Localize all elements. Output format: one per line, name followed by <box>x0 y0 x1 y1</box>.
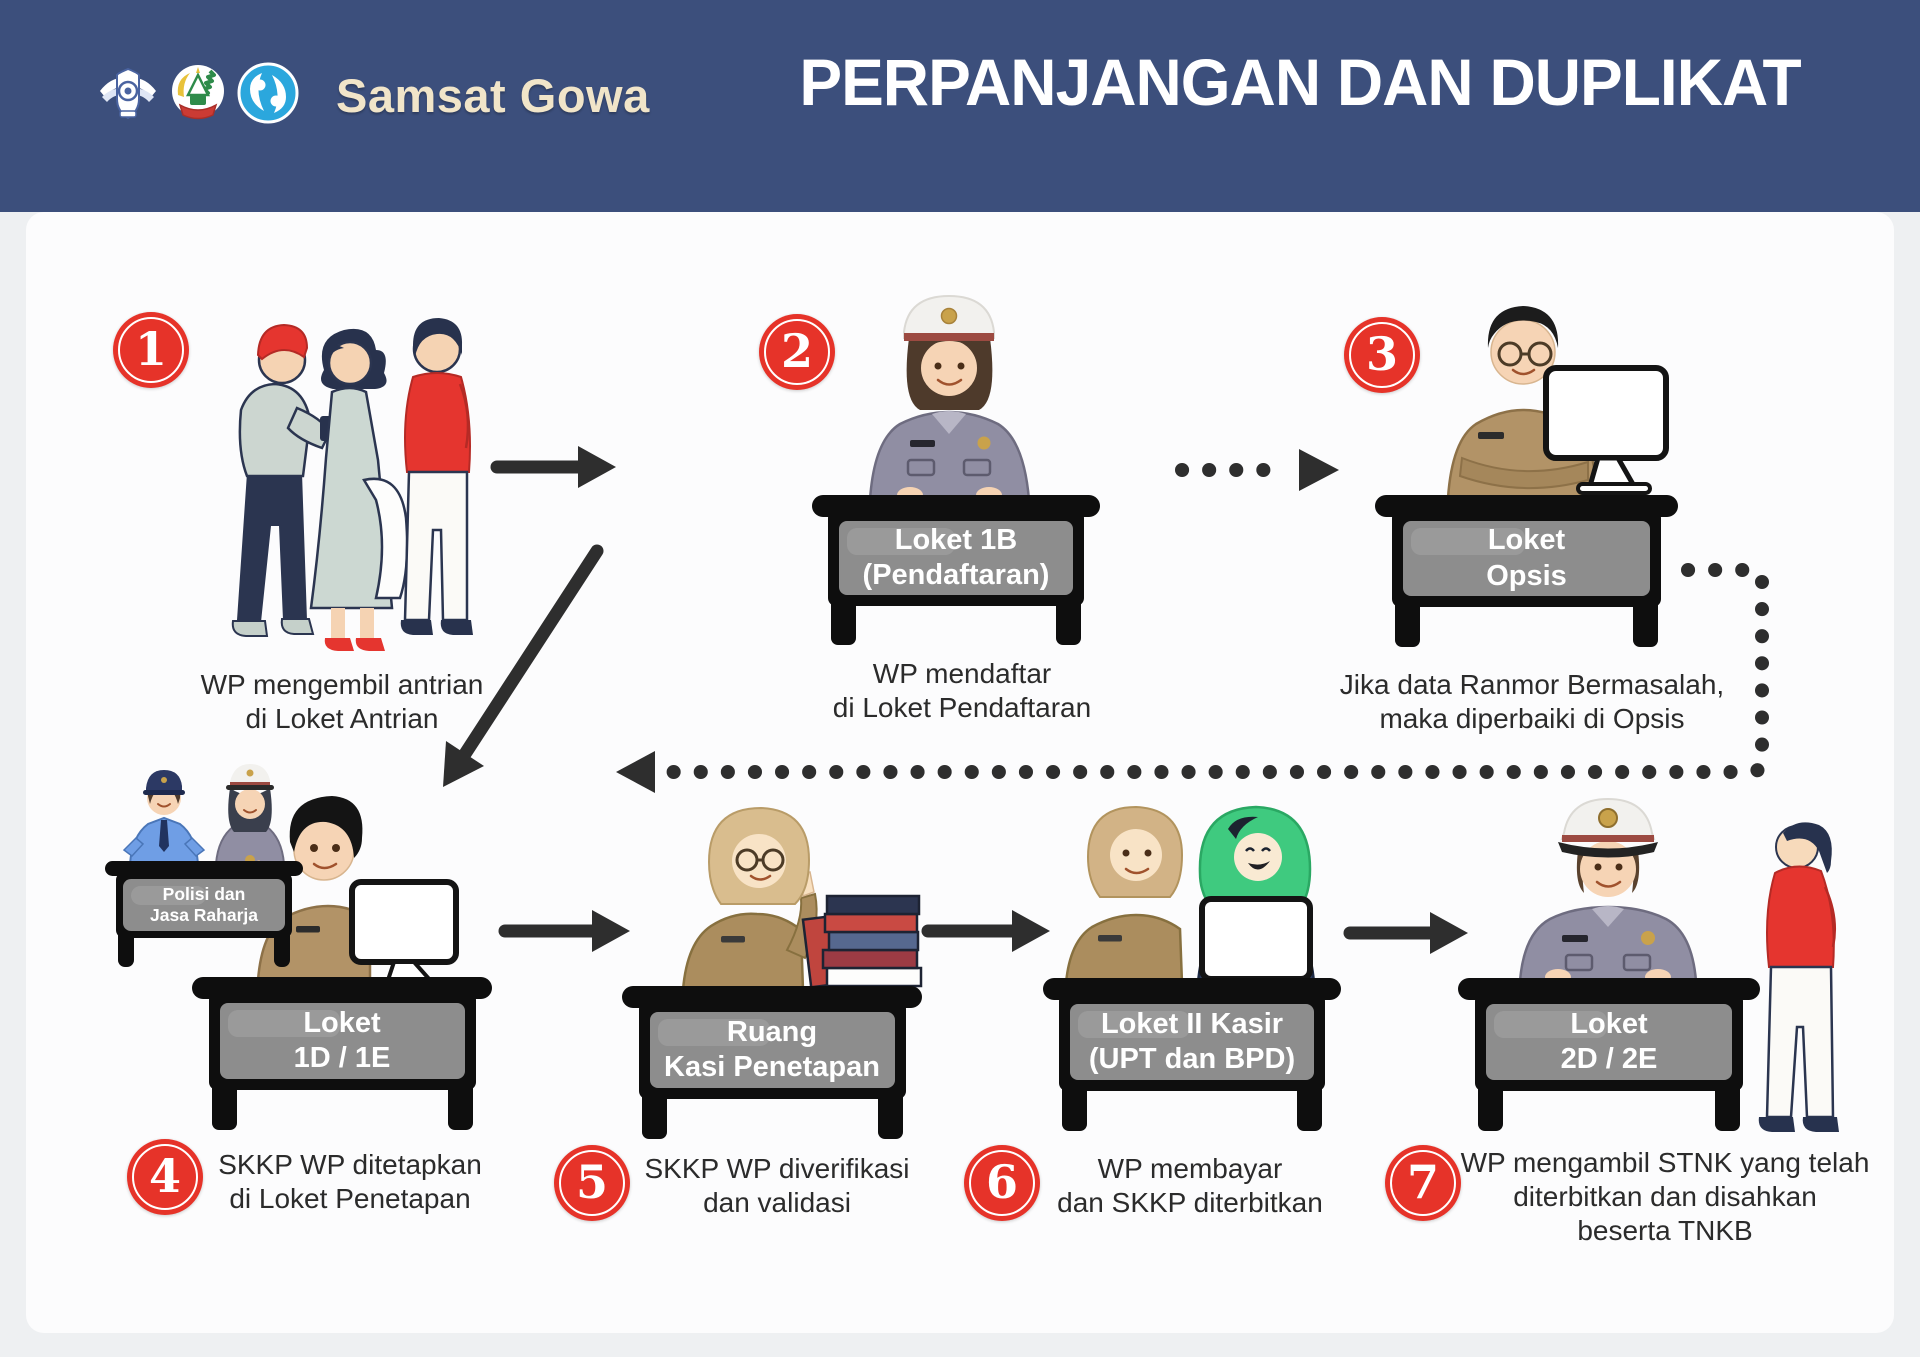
step-1-number: 1 <box>134 321 167 376</box>
step-7-badge: 7 <box>1385 1145 1461 1221</box>
desk-sign-line2: Jasa Raharja <box>150 904 258 925</box>
brand-title: Samsat Gowa <box>336 69 650 122</box>
step-2-badge: 2 <box>759 314 835 390</box>
desk-loket-1b: Loket 1B (Pendaftaran) <box>812 495 1100 645</box>
desk-top <box>622 986 922 1008</box>
desk-sign: Polisi dan Jasa Raharja <box>122 879 286 931</box>
caption-line: dan SKKP diterbitkan <box>1057 1187 1323 1218</box>
cashier-women-illustration <box>1064 805 1316 983</box>
desk-sign-line2: Kasi Penetapan <box>664 1050 880 1083</box>
desk-sign-line1: Polisi dan <box>162 883 246 904</box>
desk-loket-opsis: Loket Opsis <box>1375 495 1678 647</box>
desk-top <box>1043 978 1341 1000</box>
policewoman-illustration <box>868 294 1031 500</box>
step-6-badge: 6 <box>964 1145 1040 1221</box>
dotted-arrow-left-icon <box>616 751 655 793</box>
step-3-number: 3 <box>1365 326 1398 381</box>
desk-sign-line1: Loket <box>303 1006 381 1039</box>
desk-top <box>1375 495 1678 517</box>
arrow-right-icon <box>578 446 616 488</box>
caption-line: maka diperbaiki di Opsis <box>1379 703 1685 734</box>
operator-computer-illustration <box>1446 306 1669 498</box>
page-title: PERPANJANGAN DAN DUPLIKAT <box>799 45 1801 119</box>
step-2-caption: WP mendaftar di Loket Pendaftaran <box>762 657 1162 725</box>
caption-line: Jika data Ranmor Bermasalah, <box>1339 669 1725 700</box>
step-3-badge: 3 <box>1344 317 1420 393</box>
desk-sign-line1: Ruang <box>726 1015 818 1048</box>
step-3-caption: Jika data Ranmor Bermasalah, maka diperb… <box>1292 668 1772 736</box>
step-5-badge: 5 <box>554 1145 630 1221</box>
police-and-jasa-raharja-officers-illustration <box>122 764 286 864</box>
desk-top <box>192 977 492 999</box>
desk-sign-line2: 1D / 1E <box>293 1041 391 1074</box>
caption-line: di Loket Pendaftaran <box>832 692 1092 723</box>
desk-frame: Polisi dan Jasa Raharja <box>115 872 293 938</box>
desk-loket-2d-2e: Loket 2D / 2E <box>1458 978 1760 1131</box>
policeman-illustration <box>1518 797 1698 981</box>
desk-loket-ii-kasir: Loket II Kasir (UPT dan BPD) <box>1043 978 1341 1131</box>
step-1-caption: WP mengembil antrian di Loket Antrian <box>142 668 542 736</box>
caption-line: dan validasi <box>703 1187 851 1218</box>
desk-sign-line1: Loket <box>1570 1007 1648 1040</box>
desk-frame: Loket Opsis <box>1391 510 1662 608</box>
step-7-number: 7 <box>1406 1154 1439 1209</box>
police-traffic-logo <box>100 67 156 120</box>
desk-loket-1d-1e: Loket 1D / 1E <box>192 977 492 1130</box>
south-sulawesi-crest-logo <box>172 65 224 120</box>
jasa-raharja-logo <box>237 62 299 124</box>
logo-group <box>96 61 300 125</box>
step-4-caption: SKKP WP ditetapkan di Loket Penetapan <box>200 1148 500 1216</box>
step-4-badge: 4 <box>127 1139 203 1215</box>
desk-sign: Loket 2D / 2E <box>1485 1004 1733 1080</box>
desk-sign: Loket Opsis <box>1402 521 1651 597</box>
desk-frame: Loket 1B (Pendaftaran) <box>827 510 1085 606</box>
desk-top <box>1458 978 1760 1000</box>
dotted-arrow-right-icon <box>1299 449 1339 491</box>
desk-sign-line2: (Pendaftaran) <box>862 559 1050 591</box>
caption-line: WP mendaftar <box>872 658 1052 689</box>
queue-people-illustration <box>231 318 473 651</box>
arrow-diagonal-icon <box>443 741 484 787</box>
step-6-number: 6 <box>985 1154 1018 1209</box>
desk-polisi-jasa-raharja: Polisi dan Jasa Raharja <box>105 861 303 967</box>
desk-sign-line2: 2D / 2E <box>1560 1042 1658 1075</box>
desk-frame: Loket II Kasir (UPT dan BPD) <box>1059 993 1325 1091</box>
header-bar: Samsat Gowa PERPANJANGAN DAN DUPLIKAT <box>0 0 1920 212</box>
caption-line: SKKP WP diverifikasi <box>644 1153 910 1184</box>
desk-sign-line2: Opsis <box>1486 559 1567 592</box>
step-5-caption: SKKP WP diverifikasi dan validasi <box>632 1152 922 1220</box>
desk-sign: Loket 1B (Pendaftaran) <box>838 521 1074 595</box>
desk-top <box>105 861 303 876</box>
desk-frame: Loket 1D / 1E <box>208 992 476 1090</box>
desk-sign: Ruang Kasi Penetapan <box>649 1012 895 1088</box>
caption-line: di Loket Penetapan <box>229 1183 471 1214</box>
step-1-badge: 1 <box>113 312 189 388</box>
desk-sign: Loket II Kasir (UPT dan BPD) <box>1070 1004 1314 1080</box>
caption-line: WP mengembil antrian <box>200 669 484 700</box>
desk-ruang-kasi-penetapan: Ruang Kasi Penetapan <box>622 986 922 1139</box>
step-2-number: 2 <box>780 323 813 378</box>
waiting-customer-illustration <box>1758 822 1839 1132</box>
caption-line: SKKP WP ditetapkan <box>218 1149 482 1180</box>
caption-line: WP membayar <box>1097 1153 1283 1184</box>
caption-line: beserta TNKB <box>1577 1215 1753 1246</box>
caption-line: WP mengambil STNK yang telah <box>1460 1147 1870 1178</box>
step-7-caption: WP mengambil STNK yang telah diterbitkan… <box>1445 1146 1885 1248</box>
desk-sign-line1: Loket 1B <box>894 523 1018 556</box>
desk-sign-line2: (UPT dan BPD) <box>1088 1042 1296 1075</box>
desk-frame: Ruang Kasi Penetapan <box>638 1001 906 1099</box>
step-5-number: 5 <box>575 1154 608 1209</box>
desk-sign-line1: Loket <box>1487 524 1566 557</box>
step-6-caption: WP membayar dan SKKP diterbitkan <box>1045 1152 1335 1220</box>
step-4-number: 4 <box>148 1148 181 1203</box>
kasi-penetapan-woman-books-illustration <box>681 806 923 990</box>
desk-sign-line1: Loket II Kasir <box>1100 1007 1284 1040</box>
desk-top <box>812 495 1100 517</box>
caption-line: di Loket Antrian <box>245 703 439 734</box>
caption-line: diterbitkan dan disahkan <box>1513 1181 1817 1212</box>
desk-frame: Loket 2D / 2E <box>1474 993 1744 1091</box>
desk-sign: Loket 1D / 1E <box>219 1003 465 1079</box>
